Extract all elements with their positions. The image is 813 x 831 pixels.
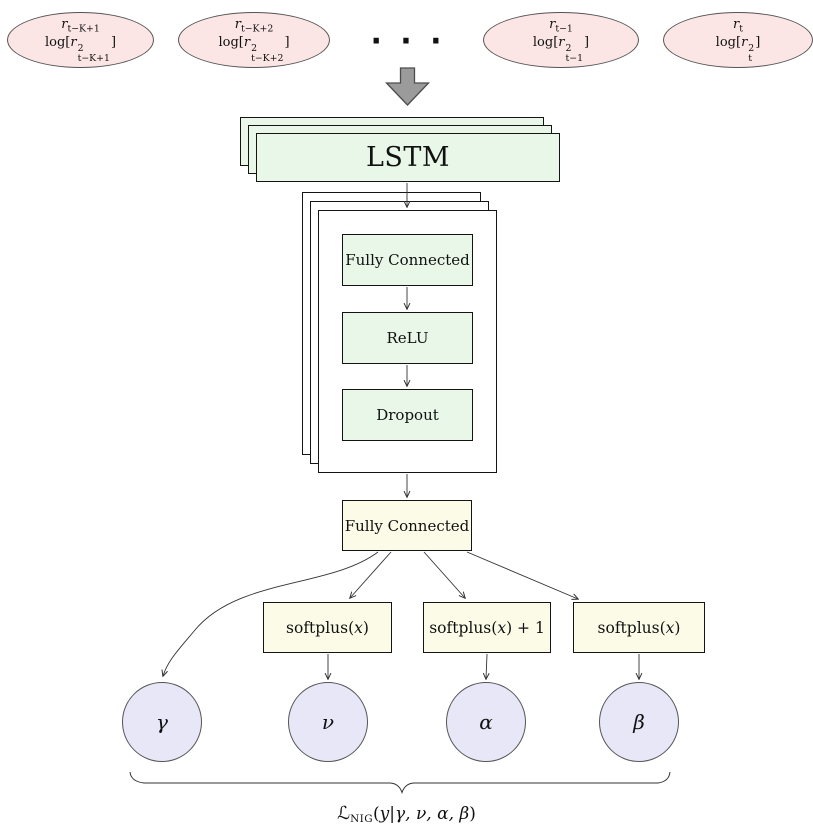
- layer-label: ReLU: [386, 329, 429, 347]
- arrow-softplus2-to-alpha: [486, 653, 487, 679]
- fully-connected-head: Fully Connected: [342, 500, 472, 551]
- output-node-nu: ν: [288, 682, 368, 762]
- loss-formula: ℒNIG(y|γ, ν, α, β): [0, 803, 813, 825]
- lstm-box: LSTM: [256, 133, 560, 182]
- layer-dropout: Dropout: [342, 389, 473, 441]
- underbrace: [129, 771, 671, 795]
- paren-close: ): [469, 804, 476, 824]
- loss-subscript: NIG: [350, 813, 374, 825]
- big-down-arrow-icon: [384, 67, 431, 106]
- fc-head-label: Fully Connected: [344, 516, 470, 535]
- lstm-label: LSTM: [365, 142, 451, 173]
- conditional-bar: |: [389, 804, 395, 824]
- arrow-fc-to-softplus1: [350, 551, 392, 598]
- output-node-gamma: γ: [122, 682, 202, 762]
- output-node-alpha: α: [446, 682, 526, 762]
- layer-fully-connected: Fully Connected: [342, 234, 473, 286]
- activation-label: softplus(x): [286, 618, 369, 637]
- activation-box-2: softplus(x) + 1: [423, 602, 551, 653]
- y-var: y: [379, 804, 390, 824]
- ellipsis-dots: · · ·: [370, 24, 446, 59]
- script-l: ℒ: [337, 803, 351, 824]
- layer-relu: ReLU: [342, 312, 473, 364]
- arrow-fc-to-softplus3: [466, 551, 578, 599]
- output-node-beta: β: [599, 682, 679, 762]
- beta-label: β: [633, 710, 645, 734]
- activation-box-1: softplus(x): [263, 602, 392, 653]
- layer-label: Fully Connected: [345, 251, 470, 269]
- input-return-label: rt−1: [549, 16, 573, 35]
- nu-label: ν: [321, 710, 335, 734]
- gamma-label: γ: [156, 710, 168, 734]
- paren-open: (: [373, 804, 380, 824]
- alpha-label: α: [479, 710, 493, 734]
- activation-box-3: softplus(x): [573, 602, 705, 653]
- arrow-fc-to-softplus2: [423, 551, 465, 598]
- loss-params: γ, ν, α, β: [395, 804, 470, 824]
- activation-label: softplus(x) + 1: [429, 618, 545, 637]
- input-return-label: rt−K+1: [61, 16, 100, 35]
- activation-label: softplus(x): [597, 618, 681, 637]
- layer-label: Dropout: [376, 406, 439, 424]
- input-return-label: rt−K+2: [234, 16, 274, 35]
- input-return-label: rt: [733, 16, 743, 35]
